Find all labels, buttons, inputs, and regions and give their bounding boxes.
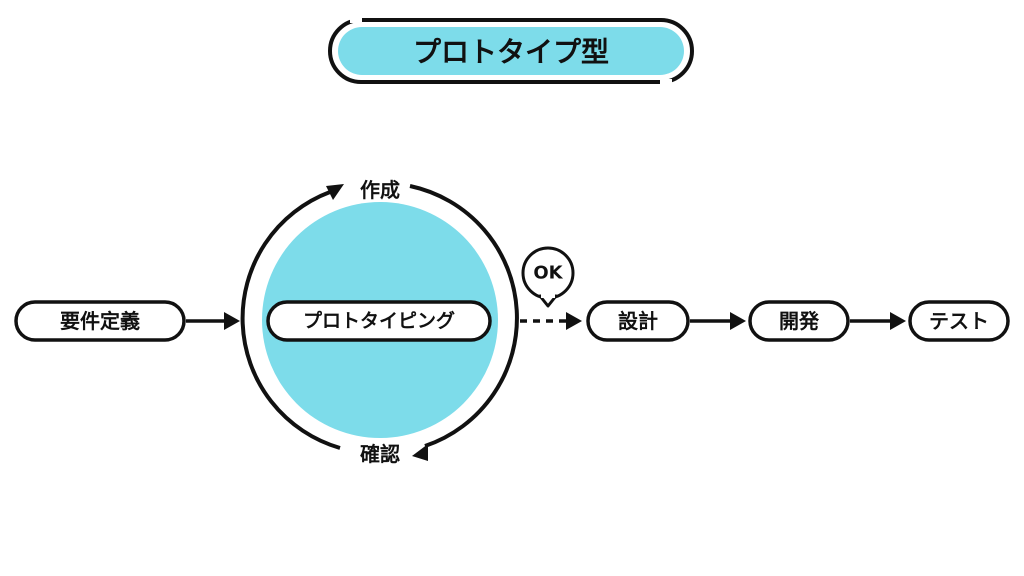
ok-label: OK bbox=[533, 263, 563, 284]
node-design-label: 設計 bbox=[618, 309, 658, 333]
node-prototyping: プロトタイピング bbox=[266, 300, 492, 342]
page-title: プロトタイプ型 bbox=[413, 36, 609, 69]
arrow-proto-to-design-head bbox=[566, 312, 582, 330]
ok-bubble: OK bbox=[521, 246, 575, 308]
node-requirements: 要件定義 bbox=[14, 300, 186, 342]
cycle-arc-right bbox=[409, 184, 519, 448]
arrow-head-create bbox=[326, 184, 344, 200]
arrow-req-to-proto-head bbox=[224, 312, 240, 330]
node-test: テスト bbox=[908, 300, 1010, 342]
node-development: 開発 bbox=[748, 300, 850, 342]
create-label: 作成 bbox=[360, 178, 400, 202]
confirm-label: 確認 bbox=[360, 442, 400, 466]
node-prototyping-label: プロトタイピング bbox=[303, 309, 455, 332]
node-development-label: 開発 bbox=[779, 309, 820, 333]
node-design: 設計 bbox=[586, 300, 690, 342]
cycle-arc-left bbox=[240, 190, 341, 450]
title-badge: プロトタイプ型 bbox=[328, 17, 694, 85]
node-test-label: テスト bbox=[929, 309, 989, 333]
arrow-dev-to-test-head bbox=[890, 312, 906, 330]
arrow-design-to-dev-head bbox=[730, 312, 746, 330]
arrow-head-confirm bbox=[412, 444, 428, 461]
node-requirements-label: 要件定義 bbox=[60, 309, 140, 333]
